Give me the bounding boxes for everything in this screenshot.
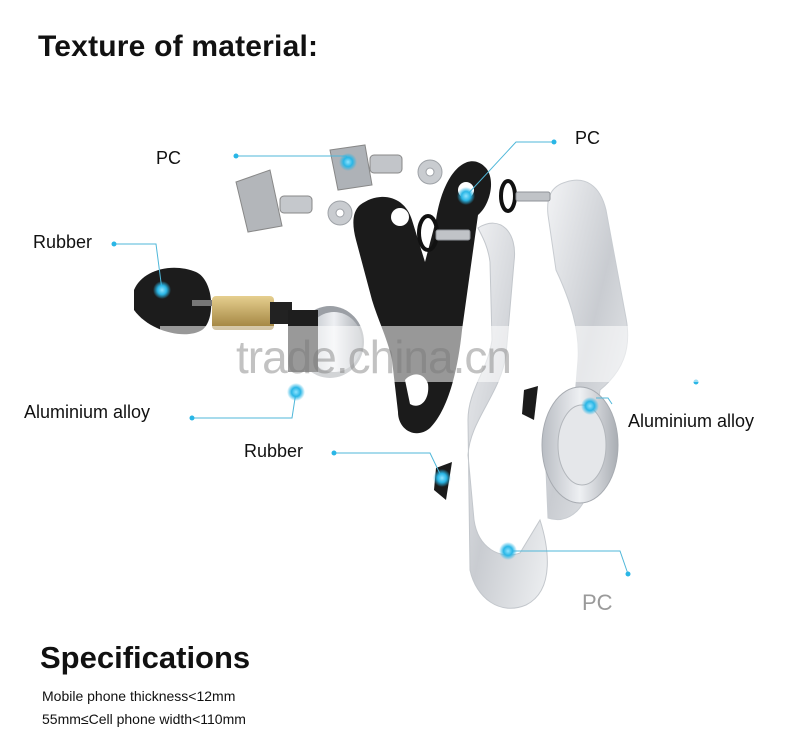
spec-line-width: 55mm≤Cell phone width<110mm xyxy=(42,711,246,727)
brass-shaft xyxy=(212,296,292,330)
label-pc-left: PC xyxy=(156,148,182,168)
screws xyxy=(435,191,551,241)
rubber-vent-clip xyxy=(134,267,214,335)
specifications-title: Specifications xyxy=(40,640,251,675)
pc-cone-left xyxy=(235,169,313,233)
aluminium-disc-right xyxy=(541,386,619,504)
label-pc-bottom: PC xyxy=(582,590,613,615)
highlight-dots xyxy=(111,139,699,577)
watermark-text: trade.china.cn xyxy=(236,331,512,383)
page-title: Texture of material: xyxy=(38,30,319,63)
pc-cone-top xyxy=(329,144,403,191)
label-rubber-left: Rubber xyxy=(33,232,93,252)
spec-line-thickness: Mobile phone thickness<12mm xyxy=(42,688,236,704)
label-aluminium-right: Aluminium alloy xyxy=(628,411,755,431)
label-pc-top-right: PC xyxy=(575,128,601,148)
washers xyxy=(327,159,517,252)
label-aluminium-left: Aluminium alloy xyxy=(24,402,151,422)
watermark-band xyxy=(160,326,700,382)
label-rubber-center: Rubber xyxy=(244,441,304,461)
